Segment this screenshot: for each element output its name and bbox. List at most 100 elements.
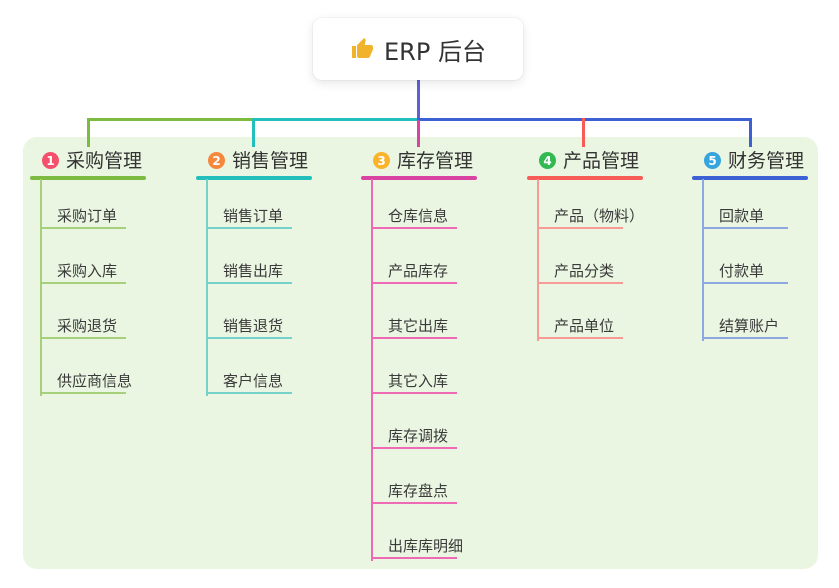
sub-item-connector-line [371,392,457,394]
branch-spine-line [702,179,704,341]
sub-item: 库存盘点 [371,480,457,504]
branch-label[interactable]: 产品管理 [563,150,640,172]
branches-background-panel [23,137,818,569]
branch-underline [196,176,312,180]
sub-item-connector-line [206,337,292,339]
branch-label[interactable]: 财务管理 [728,150,805,172]
connector-drop-branch-4 [582,118,585,147]
sub-item: 采购订单 [40,205,126,229]
sub-item: 其它出库 [371,315,457,339]
sub-item-connector-line [40,227,126,229]
sub-item-label[interactable]: 产品（物料） [554,207,645,225]
sub-item-label[interactable]: 销售订单 [223,207,284,225]
sub-item-label[interactable]: 库存调拨 [388,427,449,445]
sub-item: 库存调拨 [371,425,457,449]
sub-item: 出库库明细 [371,535,463,559]
sub-item: 产品库存 [371,260,457,284]
sub-item-label[interactable]: 出库库明细 [388,537,464,555]
connector-drop-branch-2 [252,118,255,147]
sub-item-label[interactable]: 采购退货 [57,317,118,335]
branch-label[interactable]: 销售管理 [232,150,309,172]
branch-node-2: 2 销售管理 销售订单销售出库销售退货客户信息 [196,148,356,396]
connector-bus-segment-green [87,118,254,121]
sub-item-label[interactable]: 产品单位 [554,317,615,335]
sub-item-label[interactable]: 其它入库 [388,372,449,390]
sub-item-label[interactable]: 库存盘点 [388,482,449,500]
sub-item: 客户信息 [206,370,292,394]
branch-number-badge: 5 [704,152,721,169]
root-node[interactable]: ERP 后台 [313,18,523,80]
sub-item-label[interactable]: 采购订单 [57,207,118,225]
sub-item-label[interactable]: 供应商信息 [57,372,133,390]
sub-item-label[interactable]: 产品分类 [554,262,615,280]
branch-underline [30,176,146,180]
sub-item-connector-line [40,337,126,339]
sub-item-connector-line [537,227,623,229]
sub-item-connector-line [371,502,457,504]
sub-item-label[interactable]: 付款单 [719,262,765,280]
sub-item-label[interactable]: 客户信息 [223,372,284,390]
sub-item-label[interactable]: 其它出库 [388,317,449,335]
branch-number-badge: 3 [373,152,390,169]
sub-item: 采购退货 [40,315,126,339]
sub-item: 销售订单 [206,205,292,229]
root-node-label: ERP 后台 [384,37,486,66]
sub-item: 结算账户 [702,315,788,339]
sub-item-label[interactable]: 销售出库 [223,262,284,280]
branch-underline [692,176,808,180]
connector-drop-branch-5 [749,118,752,147]
sub-item-label[interactable]: 仓库信息 [388,207,449,225]
sub-item: 销售退货 [206,315,292,339]
sub-item-connector-line [371,227,457,229]
sub-item-label[interactable]: 回款单 [719,207,765,225]
branch-spine-line [40,179,42,396]
thumbs-up-icon [350,37,374,61]
branch-node-3: 3 库存管理 仓库信息产品库存其它出库其它入库库存调拨库存盘点出库库明细 [361,148,521,561]
sub-item: 销售出库 [206,260,292,284]
sub-item-connector-line [206,227,292,229]
sub-item-label[interactable]: 销售退货 [223,317,284,335]
sub-item: 产品单位 [537,315,623,339]
branch-header[interactable]: 4 产品管理 [527,148,687,176]
sub-item-connector-line [40,392,126,394]
sub-item-connector-line [371,557,457,559]
branch-header[interactable]: 1 采购管理 [30,148,190,176]
sub-item-label[interactable]: 结算账户 [719,317,780,335]
branch-label[interactable]: 库存管理 [397,150,474,172]
branch-underline [361,176,477,180]
sub-item-connector-line [206,282,292,284]
branch-node-4: 4 产品管理 产品（物料） 产品分类产品单位 [527,148,687,341]
sub-item: 供应商信息 [40,370,132,394]
sub-item-label[interactable]: 产品库存 [388,262,449,280]
sub-item-connector-line [537,282,623,284]
sub-item-connector-line [371,282,457,284]
sub-item: 采购入库 [40,260,126,284]
connector-drop-branch-1 [87,118,90,147]
branch-underline [527,176,643,180]
branch-label[interactable]: 采购管理 [66,150,143,172]
branch-number-badge: 2 [208,152,225,169]
sub-item-label[interactable]: 采购入库 [57,262,118,280]
sub-item: 仓库信息 [371,205,457,229]
sub-item-connector-line [702,337,788,339]
sub-item: 付款单 [702,260,788,284]
sub-item-connector-line [702,282,788,284]
branch-header[interactable]: 5 财务管理 [692,148,839,176]
sub-item: 产品分类 [537,260,623,284]
sub-item-connector-line [702,227,788,229]
sub-item-connector-line [40,282,126,284]
branch-spine-line [206,179,208,396]
branch-node-1: 1 采购管理 采购订单采购入库采购退货供应商信息 [30,148,190,396]
connector-drop-branch-3 [417,120,420,147]
sub-item-connector-line [371,337,457,339]
branch-number-badge: 4 [539,152,556,169]
sub-item: 产品（物料） [537,205,644,229]
branch-spine-line [537,179,539,341]
connector-bus-segment-teal [252,118,419,121]
sub-item-connector-line [206,392,292,394]
branch-header[interactable]: 2 销售管理 [196,148,356,176]
branch-header[interactable]: 3 库存管理 [361,148,521,176]
sub-item-connector-line [371,447,457,449]
branch-node-5: 5 财务管理 回款单付款单结算账户 [692,148,839,341]
